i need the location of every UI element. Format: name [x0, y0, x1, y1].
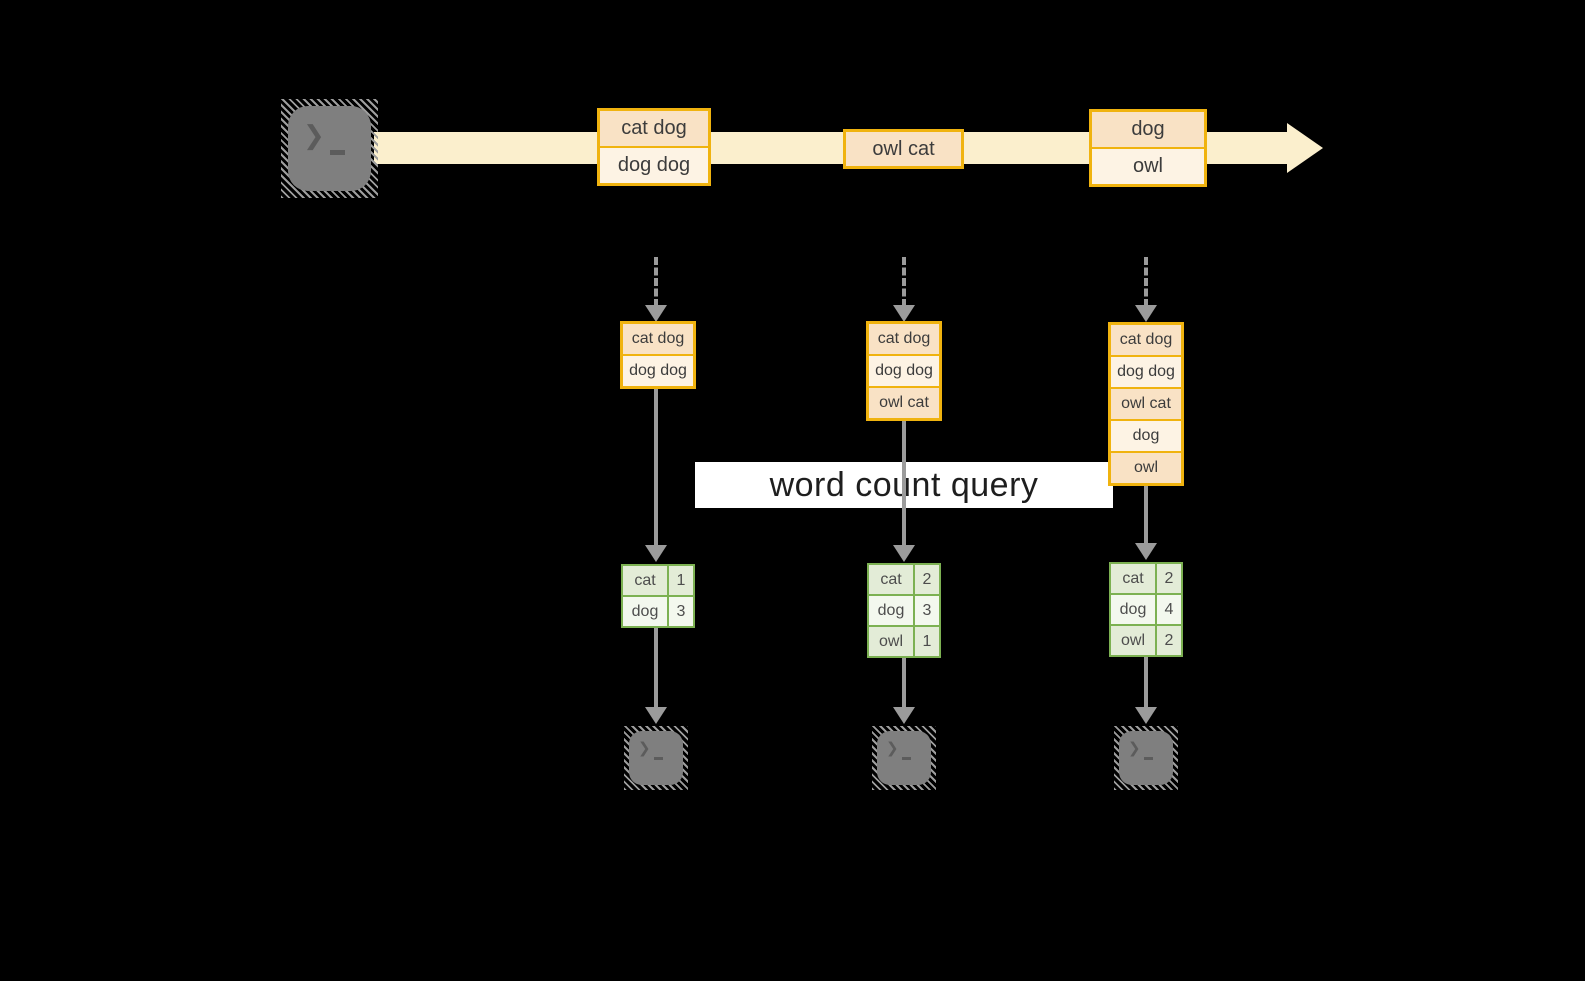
count-cell: 3 — [669, 597, 693, 626]
result-table-2: cat 2 dog 3 owl 1 — [867, 563, 941, 658]
count-cell: 1 — [915, 627, 939, 656]
word-cell: owl — [869, 627, 915, 656]
result-row: dog 3 — [623, 595, 693, 626]
input-record: dog dog — [623, 354, 693, 386]
count-cell: 3 — [915, 596, 939, 625]
terminal-icon-body: ❯ — [1119, 731, 1173, 785]
trigger-arrow-line-3 — [1144, 257, 1148, 307]
result-row: owl 1 — [869, 625, 939, 656]
input-table-3: cat dog dog dog owl cat dog owl — [1108, 322, 1184, 486]
result-table-1: cat 1 dog 3 — [621, 564, 695, 628]
result-row: dog 3 — [869, 594, 939, 625]
terminal-prompt-icon: ❯ — [886, 740, 899, 757]
trigger-arrow-line-1 — [654, 257, 658, 307]
input-record: dog — [1111, 419, 1181, 451]
result-row: cat 2 — [1111, 564, 1181, 593]
trigger-arrowhead-2 — [893, 305, 915, 322]
batch-record: cat dog — [600, 111, 708, 146]
word-cell: dog — [623, 597, 669, 626]
sink-terminal-icon-1: ❯ — [624, 726, 688, 790]
word-cell: cat — [869, 565, 915, 594]
trigger-arrowhead-1 — [645, 305, 667, 322]
stream-arrowhead-icon — [1287, 123, 1323, 173]
result-row: cat 1 — [623, 566, 693, 595]
input-table-1: cat dog dog dog — [620, 321, 696, 389]
sink-arrow-line-3 — [1144, 656, 1148, 707]
terminal-prompt-icon: ❯ — [1128, 740, 1141, 757]
sink-arrowhead-1 — [645, 707, 667, 724]
sink-arrow-line-2 — [902, 658, 906, 707]
result-row: cat 2 — [869, 565, 939, 594]
input-record: dog dog — [869, 354, 939, 386]
result-row: dog 4 — [1111, 593, 1181, 624]
terminal-cursor-icon — [330, 150, 345, 155]
query-arrowhead-1 — [645, 545, 667, 562]
count-cell: 2 — [1157, 626, 1181, 655]
word-cell: dog — [869, 596, 915, 625]
sink-arrowhead-3 — [1135, 707, 1157, 724]
source-terminal-icon: ❯ — [281, 99, 378, 198]
terminal-cursor-icon — [902, 757, 911, 760]
input-record: owl cat — [869, 386, 939, 418]
input-record: cat dog — [623, 324, 693, 354]
word-cell: dog — [1111, 595, 1157, 624]
terminal-prompt-icon: ❯ — [638, 740, 651, 757]
query-arrow-line-1 — [654, 387, 658, 545]
terminal-icon-body: ❯ — [288, 106, 371, 191]
batch-record: owl — [1092, 147, 1204, 184]
query-arrowhead-3 — [1135, 543, 1157, 560]
terminal-icon-body: ❯ — [629, 731, 683, 785]
query-arrowhead-2 — [893, 545, 915, 562]
count-cell: 2 — [1157, 564, 1181, 593]
sink-terminal-icon-3: ❯ — [1114, 726, 1178, 790]
input-record: owl — [1111, 451, 1181, 483]
word-cell: cat — [623, 566, 669, 595]
stream-batch-3: dog owl — [1089, 109, 1207, 187]
stream-batch-1: cat dog dog dog — [597, 108, 711, 186]
count-cell: 2 — [915, 565, 939, 594]
trigger-arrow-line-2 — [902, 257, 906, 307]
input-record: owl cat — [1111, 387, 1181, 419]
input-record: cat dog — [869, 324, 939, 354]
batch-record: dog — [1092, 112, 1204, 147]
result-row: owl 2 — [1111, 624, 1181, 655]
stream-batch-2: owl cat — [843, 129, 964, 169]
query-arrow-line-2 — [902, 419, 906, 545]
word-cell: owl — [1111, 626, 1157, 655]
input-record: cat dog — [1111, 325, 1181, 355]
terminal-cursor-icon — [1144, 757, 1153, 760]
word-cell: cat — [1111, 564, 1157, 593]
count-cell: 4 — [1157, 595, 1181, 624]
terminal-cursor-icon — [654, 757, 663, 760]
result-table-3: cat 2 dog 4 owl 2 — [1109, 562, 1183, 657]
sink-arrowhead-2 — [893, 707, 915, 724]
sink-arrow-line-1 — [654, 627, 658, 707]
terminal-icon-body: ❯ — [877, 731, 931, 785]
trigger-arrowhead-3 — [1135, 305, 1157, 322]
count-cell: 1 — [669, 566, 693, 595]
sink-terminal-icon-2: ❯ — [872, 726, 936, 790]
input-record: dog dog — [1111, 355, 1181, 387]
batch-record: dog dog — [600, 146, 708, 183]
terminal-prompt-icon: ❯ — [303, 120, 325, 150]
batch-record: owl cat — [846, 132, 961, 166]
query-arrow-line-3 — [1144, 484, 1148, 543]
input-table-2: cat dog dog dog owl cat — [866, 321, 942, 421]
